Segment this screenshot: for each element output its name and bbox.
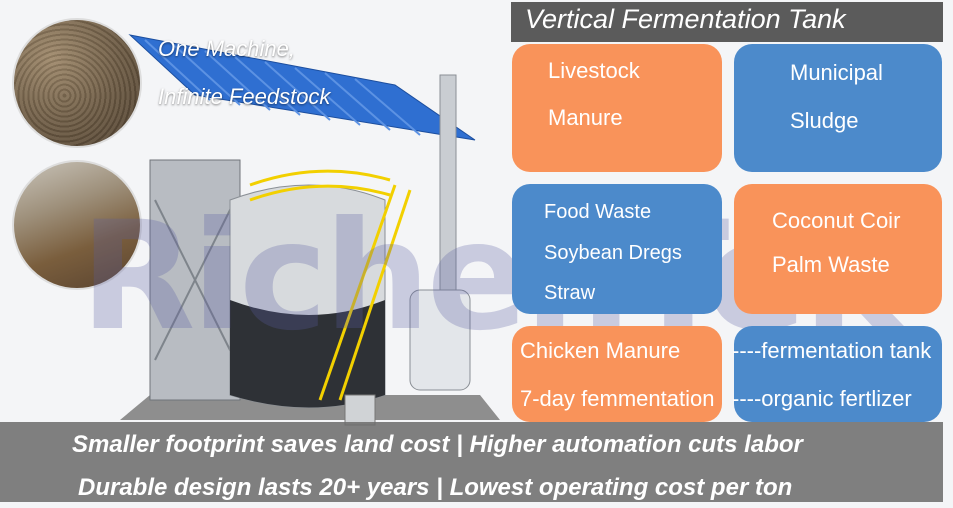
card-process-right: ----fermentation tank ----organic fertli…: [732, 326, 942, 422]
card-livestock-manure: Livestock Manure: [512, 44, 722, 172]
card-municipal-sludge: Municipal Sludge: [734, 44, 942, 172]
card-process-left: Chicken Manure 7-day femmentation: [512, 326, 722, 422]
card-line: Soybean Dregs: [544, 242, 682, 264]
material-pile-photo: [12, 160, 142, 290]
slogan-line-1: One Machine,: [158, 36, 295, 61]
slogan-line-2: Infinite Feedstock: [158, 84, 331, 109]
card-line: Straw: [544, 282, 596, 304]
deodorization-tower: [409, 289, 471, 391]
card-food-waste: Food Waste Soybean Dregs Straw: [512, 184, 722, 314]
page-title: Vertical Fermentation Tank: [525, 4, 846, 34]
process-text: 7-day femmentation: [520, 386, 715, 411]
card-line: Sludge: [790, 108, 859, 133]
control-cabinet: [344, 394, 376, 426]
card-line: Palm Waste: [772, 252, 890, 277]
card-line: Livestock: [548, 58, 640, 83]
card-line: Coconut Coir: [772, 208, 901, 233]
staircase: [318, 184, 397, 401]
compost-soil-photo: [12, 18, 142, 148]
yellow-railing: [249, 184, 391, 202]
benefits-bar: [0, 422, 943, 502]
header-bar: [511, 2, 943, 42]
card-line: Food Waste: [544, 201, 652, 223]
card-line: Municipal: [790, 60, 883, 85]
process-text: Chicken Manure: [520, 338, 681, 363]
process-text: ----fermentation tank: [732, 338, 932, 363]
card-line: Manure: [548, 105, 623, 130]
card-coconut-coir: Coconut Coir Palm Waste: [734, 184, 942, 314]
process-text: ----organic fertlizer: [732, 386, 912, 411]
benefit-line-2: Durable design lasts 20+ years | Lowest …: [78, 474, 793, 501]
benefit-line-1: Smaller footprint saves land cost | High…: [72, 431, 803, 458]
